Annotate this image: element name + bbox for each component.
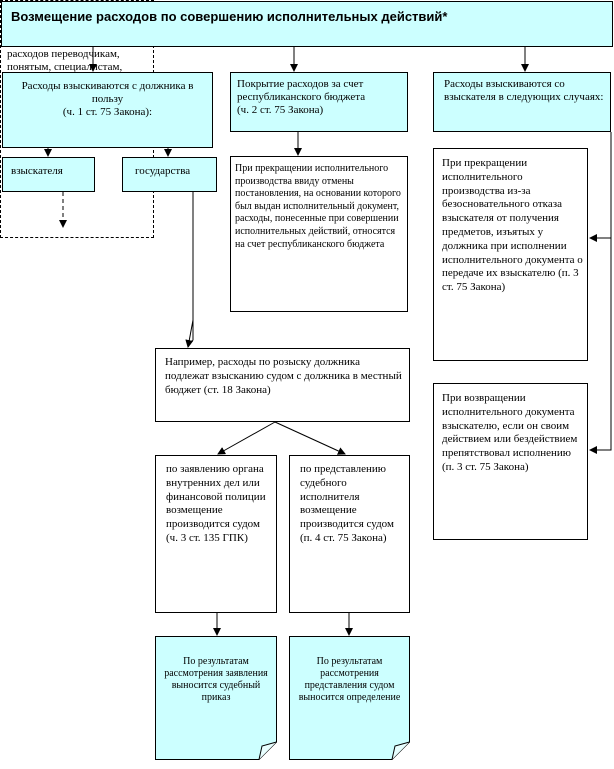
creditor-label: взыскателя [11, 165, 63, 177]
court-ruling-text: По результатам рассмотрения представлени… [298, 656, 401, 703]
creditor-pays-header-text: Расходы взыскиваются со взыскателя в сле… [444, 78, 604, 103]
diagram-title: Возмещение расходов по совершению исполн… [1, 1, 613, 47]
example-text: Например, расходы по розыску должника по… [165, 356, 402, 396]
bailiff-branch-box: по представлению судебного исполнителя в… [289, 455, 410, 613]
court-ruling-document: По результатам рассмотрения представлени… [289, 636, 410, 760]
creditor-case-obstruction-box: При возвращении исполнительного документ… [433, 383, 588, 540]
document-shape-icon [155, 636, 277, 760]
creditor-case-obstruction-text: При возвращении исполнительного документ… [442, 392, 578, 473]
creditor-case-refusal-text: При прекращении исполнительного производ… [442, 157, 583, 294]
debtor-pays-header-text: Расходы взыскиваются с должника в пользу… [21, 80, 194, 118]
creditor-case-refusal-box: При прекращении исполнительного производ… [433, 148, 588, 361]
budget-covers-header-text: Покрытие расходов за счет республиканско… [237, 78, 366, 116]
arrow-example-to-police [217, 421, 276, 455]
arrow-example-to-bailiff [274, 421, 346, 455]
budget-termination-box: При прекращении исполнительного производ… [230, 156, 408, 312]
bailiff-branch-text: по представлению судебного исполнителя в… [300, 463, 394, 544]
court-order-document: По результатам рассмотрения заявления вы… [155, 636, 277, 760]
title-text: Возмещение расходов по совершению исполн… [11, 9, 448, 24]
court-order-text: По результатам рассмотрения заявления вы… [164, 656, 268, 703]
example-box: Например, расходы по розыску должника по… [155, 348, 410, 422]
state-label: государства [135, 165, 191, 177]
creditor-pays-header: Расходы взыскиваются со взыскателя в сле… [433, 72, 611, 132]
police-branch-text: по заявлению органа внутренних дел или ф… [166, 463, 266, 544]
budget-covers-header: Покрытие расходов за счет республиканско… [230, 72, 408, 132]
budget-termination-text: При прекращении исполнительного производ… [235, 163, 401, 250]
police-branch-box: по заявлению органа внутренних дел или ф… [155, 455, 277, 613]
document-shape-icon [289, 636, 410, 760]
state-box: государства [122, 157, 217, 192]
creditor-box: взыскателя [2, 157, 95, 192]
debtor-pays-header: Расходы взыскиваются с должника в пользу… [2, 72, 213, 148]
arrow-creditor-pays-bracket [589, 132, 612, 454]
